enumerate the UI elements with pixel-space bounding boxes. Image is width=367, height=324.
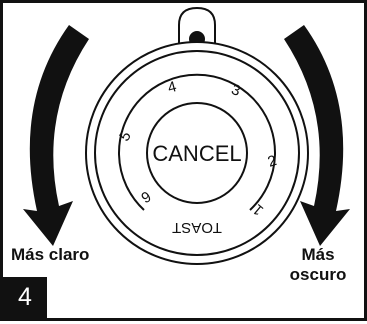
knob-tab bbox=[178, 6, 216, 48]
lighter-label: Más claro bbox=[11, 245, 90, 264]
darker-label-line1: Más bbox=[301, 245, 335, 264]
dial-inner-ring bbox=[94, 50, 300, 256]
scale-arc bbox=[118, 73, 276, 211]
darker-label-line2: oscuro bbox=[289, 265, 347, 284]
dial-illustration: CANCEL 2 3 4 5 6 1 TOAST bbox=[23, 6, 350, 265]
cancel-button[interactable] bbox=[146, 102, 248, 204]
lighter-arrow bbox=[23, 25, 89, 246]
darker-label: Más oscuro bbox=[288, 245, 348, 285]
step-number-badge: 4 bbox=[3, 277, 47, 318]
cancel-button-label: CANCEL bbox=[152, 141, 241, 166]
toast-label: TOAST bbox=[172, 219, 222, 236]
darker-arrow bbox=[284, 25, 350, 246]
